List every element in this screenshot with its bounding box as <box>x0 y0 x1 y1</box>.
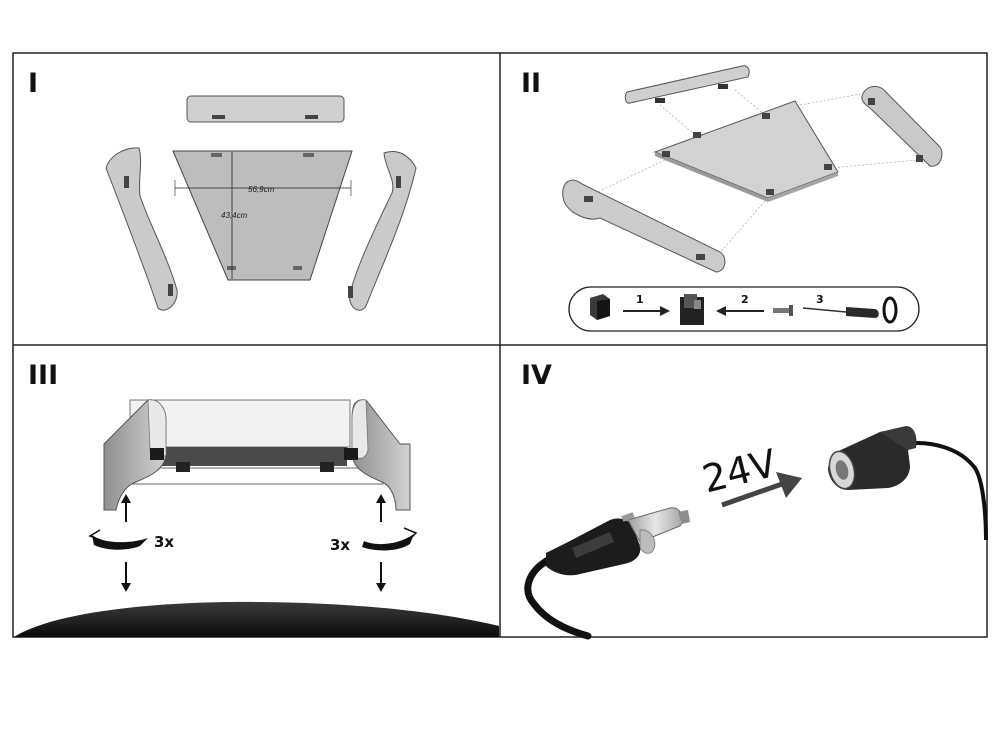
cigarette-lighter-socket <box>828 426 988 541</box>
step-number-1: 1 <box>636 293 644 306</box>
voltage-label: 24V <box>698 441 781 502</box>
step-number-3: 3 <box>816 293 824 306</box>
clip-in-slot-part <box>680 294 704 325</box>
arrow-right-icon <box>721 472 802 508</box>
turn-count-right: 3x <box>330 536 350 554</box>
screwdriver-icon <box>802 307 879 318</box>
left-side-part <box>562 179 726 273</box>
rotation-arrow-icon <box>362 527 418 551</box>
arrow-down-icon <box>121 562 131 592</box>
arrow-up-icon <box>121 494 131 522</box>
panel-iii: III <box>14 360 499 637</box>
left-side-part <box>103 399 167 511</box>
arrow-down-icon <box>376 562 386 592</box>
left-side-part <box>105 147 178 311</box>
screw-cap-icon <box>882 296 898 324</box>
car-plug-connector <box>546 507 690 576</box>
panel-numeral: IV <box>521 360 552 391</box>
panel-i: I 56,9cm 43,4cm <box>28 68 417 311</box>
clip-part <box>590 294 610 320</box>
top-bar-part <box>186 95 345 123</box>
vehicle-roof <box>14 601 499 637</box>
width-dimension-label: 56,9cm <box>248 185 275 194</box>
right-side-part <box>344 399 411 511</box>
step-number-2: 2 <box>741 293 749 306</box>
base-plate-part: 56,9cm 43,4cm <box>172 150 353 281</box>
fastening-steps-box: 1 2 3 <box>568 286 920 332</box>
panel-numeral: I <box>28 68 38 99</box>
turn-count-left: 3x <box>154 533 174 551</box>
arrow-right-icon <box>623 306 670 316</box>
height-dimension-label: 43,4cm <box>221 211 248 220</box>
right-side-part <box>861 86 943 167</box>
panel-numeral: III <box>28 360 58 391</box>
panel-grid <box>12 52 988 638</box>
top-bar-part <box>624 65 750 104</box>
arrow-up-icon <box>376 494 386 522</box>
arrow-left-icon <box>716 306 764 316</box>
right-side-part <box>348 151 417 311</box>
panel-ii: II <box>521 65 943 332</box>
power-cable <box>524 556 592 640</box>
assembled-frame <box>103 399 411 511</box>
panel-numeral: II <box>521 68 541 99</box>
screw-icon <box>773 305 793 316</box>
base-plate-part <box>653 100 839 202</box>
panel-iv: IV 24V <box>521 360 988 640</box>
rotation-arrow-icon <box>88 529 148 550</box>
